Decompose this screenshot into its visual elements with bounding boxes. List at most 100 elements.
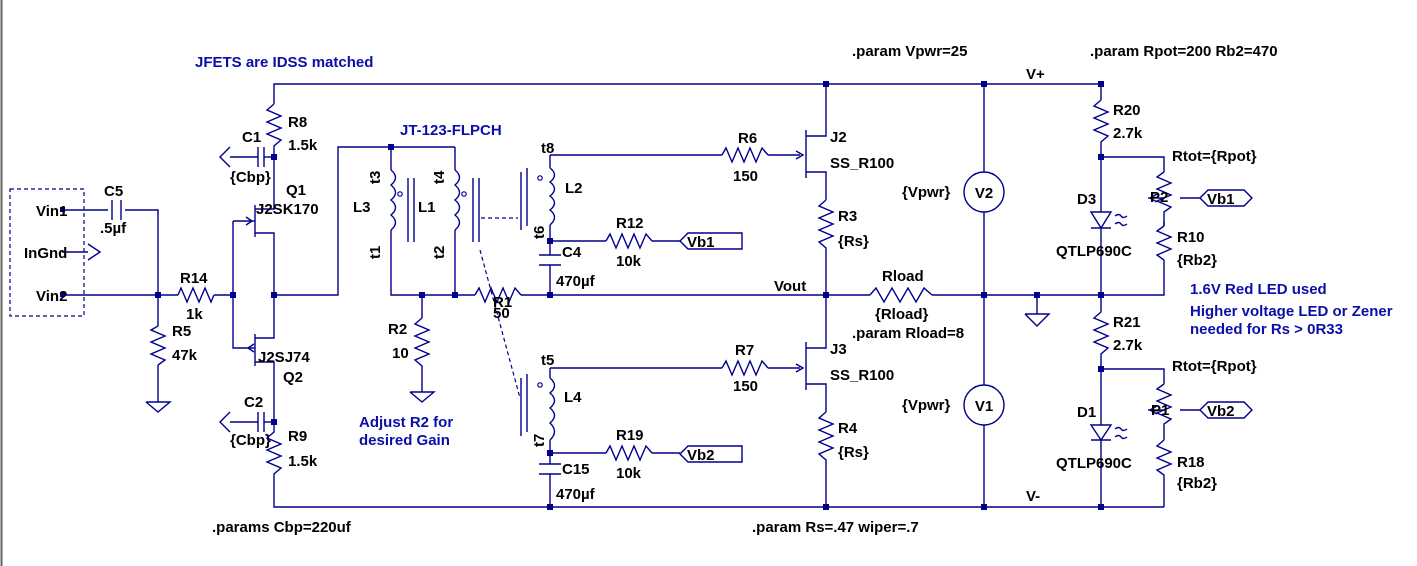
c5-value: .5µf [100,220,127,237]
r3-name: R3 [838,208,857,225]
potentiometer-p1 [1155,383,1173,440]
r10-value: {Rb2} [1177,252,1217,269]
l3-name: L3 [353,199,371,216]
r6-name: R6 [738,130,757,147]
vin1-label: Vin1 [36,203,67,220]
rpot-param: .param Rpot=200 Rb2=470 [1090,43,1278,60]
l3-tap-bottom: t1 [367,246,384,259]
r1-value: 50 [493,305,510,322]
jfet-j2 [795,128,827,178]
r21-name: R21 [1113,314,1141,331]
l1-tap-bottom: t2 [431,246,448,259]
j2-value: SS_R100 [830,155,894,172]
r2-value: 10 [392,345,409,362]
p2-name: P2 [1150,189,1168,206]
rload-value: {Rload} [875,306,929,323]
r2-name: R2 [388,321,407,338]
c15-name: C15 [562,461,590,478]
r5-name: R5 [172,323,191,340]
l2-tap-top: t8 [541,140,554,157]
d3-value: QTLP690C [1056,243,1132,260]
r9-name: R9 [288,428,307,445]
vin2-label: Vin2 [36,288,67,305]
r20-name: R20 [1113,102,1141,119]
resistor-r19 [605,444,653,462]
v1-name: V1 [975,398,993,415]
q2-name: Q2 [283,369,303,386]
inductor-l1 [453,169,467,231]
c1-value: {Cbp} [230,169,271,186]
vb1-p2-flag-label: Vb1 [1207,191,1235,208]
q1-name: Q1 [286,182,306,199]
p2-rtot: Rtot={Rpot} [1172,148,1257,165]
vin2-pin [60,292,65,297]
l2-name: L2 [565,180,583,197]
r6-value: 150 [733,168,758,185]
capacitor-c1 [219,146,265,168]
q1-value: J2SK170 [256,201,319,218]
jfet-note: JFETS are IDSS matched [195,54,373,71]
c2-value: {Cbp} [230,432,271,449]
r20-value: 2.7k [1113,125,1143,142]
capacitor-c15 [539,463,561,475]
vb2-p1-flag [1199,401,1253,419]
r7-name: R7 [735,342,754,359]
inductor-l4 [520,374,556,441]
c5-name: C5 [104,183,123,200]
resistor-r21 [1092,311,1110,358]
ground-icon-out [1024,313,1051,327]
capacitor-c4 [539,254,561,266]
ground-icon-r2 [409,391,436,403]
r5-value: 47k [172,347,198,364]
d1-name: D1 [1077,404,1096,421]
resistor-r4 [817,411,835,466]
ingnd-ground-icon [87,243,102,261]
c15-value: 470µf [556,486,596,503]
capacitor-c5 [111,200,122,220]
r9-value: 1.5k [288,453,318,470]
cbp-param: .params Cbp=220uf [212,519,352,536]
r21-value: 2.7k [1113,337,1143,354]
r18-name: R18 [1177,454,1205,471]
vminus-label: V- [1026,488,1040,505]
p1-rtot: Rtot={Rpot} [1172,358,1257,375]
r10-name: R10 [1177,229,1205,246]
l1-tap-top: t4 [431,170,448,184]
l2-tap-bottom: t6 [531,226,548,239]
jfet-j3 [795,330,827,390]
v2-name: V2 [975,185,993,202]
vplus-label: V+ [1026,66,1045,83]
wires [62,83,1165,508]
vin1-pin [60,207,65,212]
r12-name: R12 [616,215,644,232]
r4-name: R4 [838,420,858,437]
vb2-p1-flag-label: Vb2 [1207,403,1235,420]
jfet-q2 [246,334,275,366]
capacitor-c2 [219,411,265,433]
r18-value: {Rb2} [1177,475,1217,492]
resistor-r2 [413,317,431,372]
r1-name: R1 [493,294,512,311]
vb2-flag-label: Vb2 [687,447,715,464]
transformer-core-primary [407,178,480,242]
led-note-3: needed for Rs > 0R33 [1190,321,1343,338]
c1-name: C1 [242,129,261,146]
l4-tap-bottom: t7 [531,434,548,447]
p1-name: P1 [1151,402,1169,419]
led-d1 [1089,424,1128,442]
r12-value: 10k [616,253,642,270]
rload-name: Rload [882,268,924,285]
resistor-r14 [177,286,215,304]
r4-value: {Rs} [838,444,869,461]
led-note-2: Higher voltage LED or Zener [1190,303,1393,320]
resistor-r7 [721,359,769,377]
q2-value: J2SJ74 [258,349,310,366]
inductor-l3 [389,169,403,231]
l1-name: L1 [418,199,436,216]
resistor-r1 [474,286,522,304]
vb1-p2-flag [1199,189,1253,207]
jfet-q1 [245,204,275,238]
j3-name: J3 [830,341,847,358]
resistor-r18 [1155,439,1173,480]
